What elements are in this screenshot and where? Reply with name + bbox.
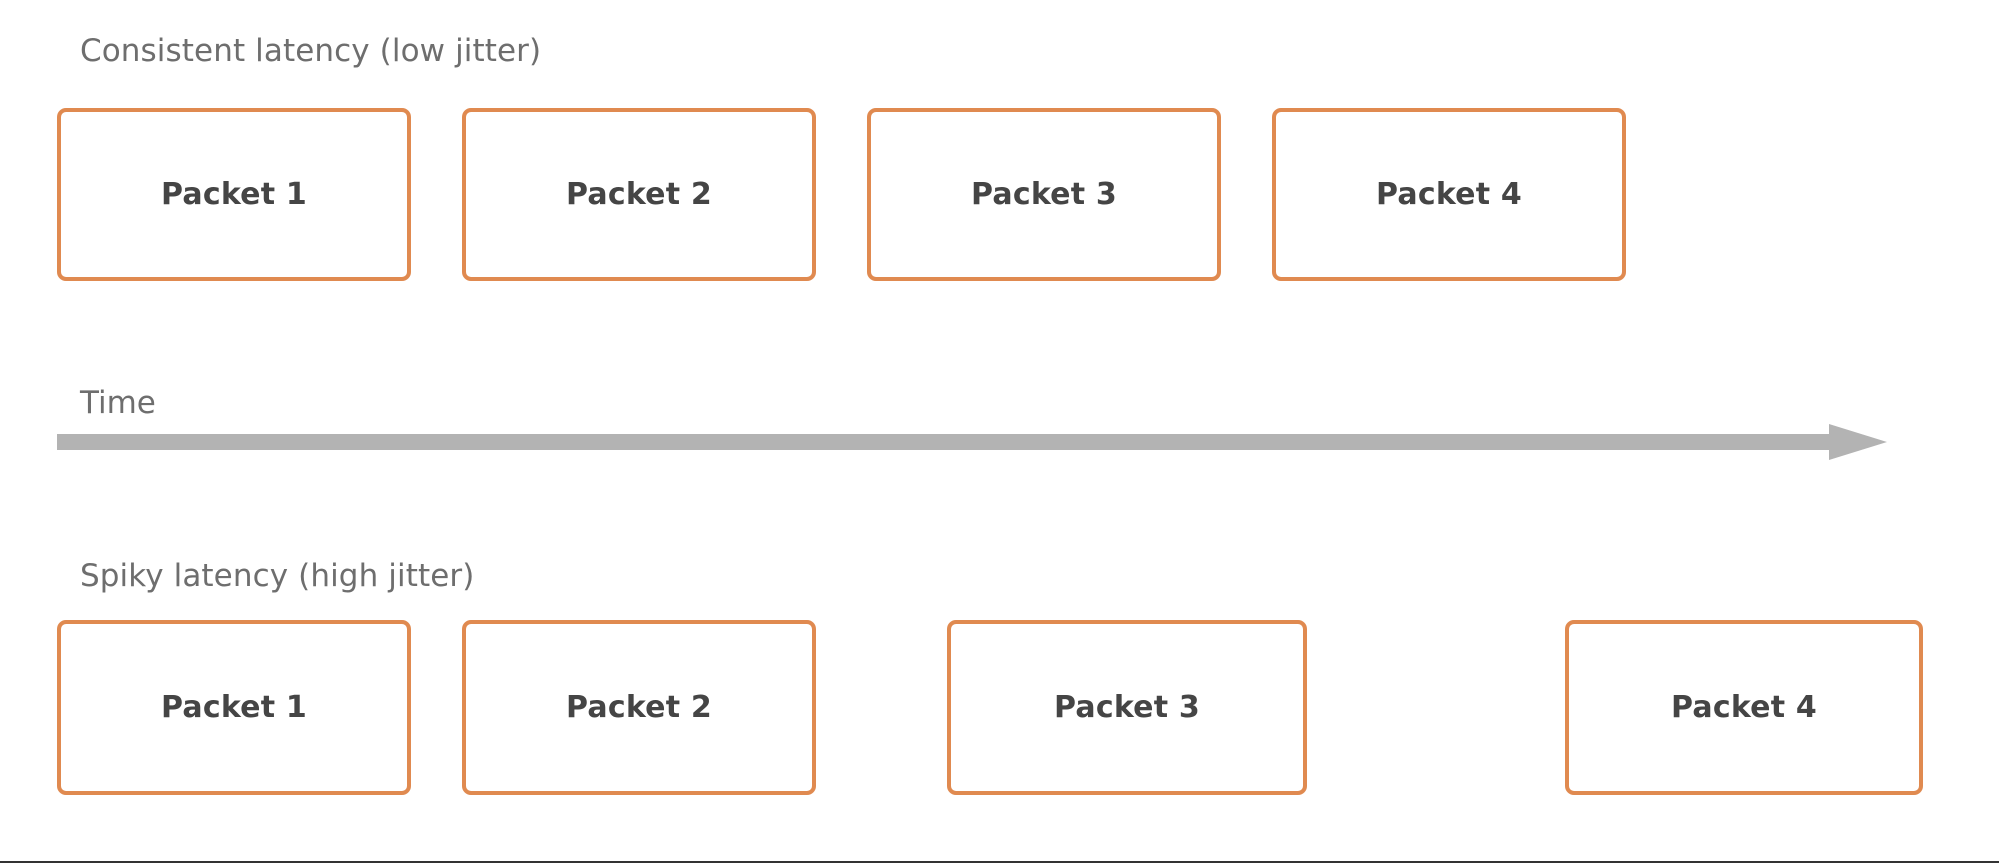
packet-label: Packet 1 — [161, 177, 307, 212]
packet-box-top-2: Packet 2 — [462, 108, 816, 281]
packet-label: Packet 3 — [971, 177, 1117, 212]
packet-box-top-3: Packet 3 — [867, 108, 1221, 281]
packet-label: Packet 1 — [161, 690, 307, 725]
packet-row-consistent: Packet 1 Packet 2 Packet 3 Packet 4 — [0, 108, 1999, 281]
packet-label: Packet 2 — [566, 177, 712, 212]
packet-label: Packet 3 — [1054, 690, 1200, 725]
packet-label: Packet 2 — [566, 690, 712, 725]
packet-box-bottom-1: Packet 1 — [57, 620, 411, 795]
packet-box-bottom-3: Packet 3 — [947, 620, 1307, 795]
packet-box-bottom-2: Packet 2 — [462, 620, 816, 795]
arrow-right-icon — [57, 424, 1887, 460]
time-axis-label: Time — [80, 385, 156, 421]
section-title-consistent-latency: Consistent latency (low jitter) — [80, 33, 542, 69]
bottom-divider — [0, 861, 1999, 863]
packet-label: Packet 4 — [1376, 177, 1522, 212]
packet-box-bottom-4: Packet 4 — [1565, 620, 1923, 795]
packet-box-top-1: Packet 1 — [57, 108, 411, 281]
section-title-spiky-latency: Spiky latency (high jitter) — [80, 558, 475, 594]
packet-label: Packet 4 — [1671, 690, 1817, 725]
packet-box-top-4: Packet 4 — [1272, 108, 1626, 281]
packet-row-spiky: Packet 1 Packet 2 Packet 3 Packet 4 — [0, 620, 1999, 795]
